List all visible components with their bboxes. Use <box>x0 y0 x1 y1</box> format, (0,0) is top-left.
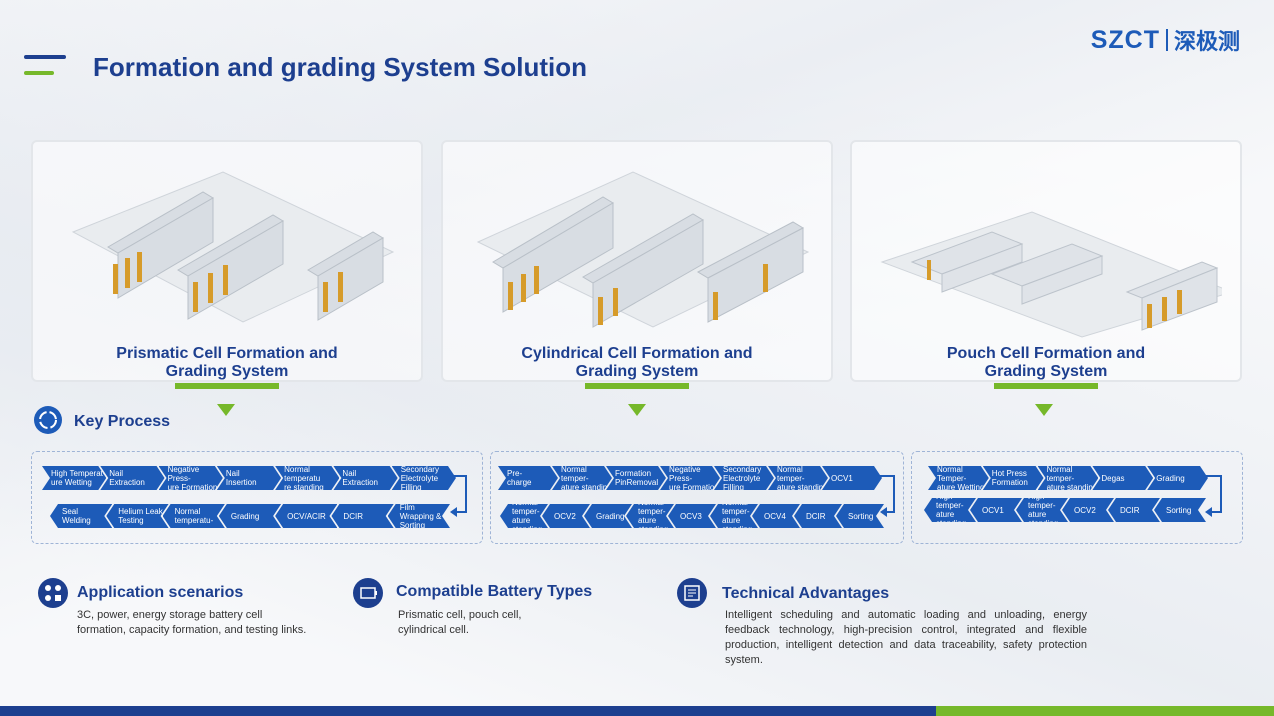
process-step: Nail Extraction <box>333 466 397 490</box>
process-step: Sorting <box>1154 498 1206 522</box>
logo-text: SZCT <box>1090 25 1160 54</box>
card-underline <box>994 383 1098 389</box>
process-step: Degas <box>1092 466 1153 490</box>
process-step: Normal temper- ature standing <box>1038 466 1099 490</box>
card-title-line1: Cylindrical Cell Formation and <box>521 345 753 362</box>
process-step: DCIR <box>794 504 842 528</box>
process-step: OCV4 <box>752 504 800 528</box>
process-box-pouch <box>911 451 1243 544</box>
process-step: Grading <box>584 504 632 528</box>
cycle-icon <box>34 406 62 434</box>
process-step: Nail Insertion <box>217 466 281 490</box>
process-step: OCV2 <box>542 504 590 528</box>
process-step: Hot Press Formation <box>983 466 1044 490</box>
page-title: Formation and grading System Solution <box>93 52 588 82</box>
prismatic-factory-illustration <box>71 171 395 323</box>
pouch-factory-illustration <box>880 211 1222 338</box>
process-step: OCV/ACIR <box>275 504 337 528</box>
process-step: Secondary Electrolyte Filling <box>714 466 774 490</box>
footer-bar-accent <box>936 706 1274 716</box>
process-step: Negative Press- ure Formation <box>159 466 223 490</box>
card-title-line2: Grading System <box>984 363 1108 380</box>
company-logo: SZCT 深极测 <box>1091 24 1240 56</box>
advantages-text: Intelligent scheduling and automatic loa… <box>725 609 1087 666</box>
process-step: OCV1 <box>970 498 1022 522</box>
arrow-down-icon <box>217 404 235 416</box>
battery-icon <box>353 578 383 608</box>
process-step: Negative Press- ure Formation <box>660 466 720 490</box>
process-step: Grading <box>219 504 281 528</box>
process-step: OCV3 <box>668 504 716 528</box>
process-step: Normal Temper- ature Wetting <box>928 466 989 490</box>
process-step: DCIR <box>1108 498 1160 522</box>
advantages-title: Technical Advantages <box>722 585 890 602</box>
apps-grid-icon <box>38 578 68 608</box>
arrow-down-icon <box>1035 404 1053 416</box>
process-step: Normal temperatu re standing <box>275 466 339 490</box>
process-step: OCV2 <box>1062 498 1114 522</box>
return-arrow-icon <box>1205 475 1222 517</box>
process-step: Seal Welding <box>50 504 112 528</box>
arrow-down-icon <box>628 404 646 416</box>
process-step: Secondary Electrolyte Filling <box>392 466 456 490</box>
process-step: Formation PinRemoval <box>606 466 666 490</box>
footer-bar <box>0 706 936 716</box>
cylindrical-factory-illustration <box>476 171 810 328</box>
process-step: Normal temper- ature standing <box>552 466 612 490</box>
key-process-label: Key Process <box>74 413 171 430</box>
process-step: Grading <box>1147 466 1208 490</box>
process-step: Pre- charge <box>498 466 558 490</box>
process-step: Normal temperatu- <box>163 504 225 528</box>
card-underline <box>175 383 279 389</box>
process-step: High Temperat- ure Wetting <box>42 466 106 490</box>
process-step: DCIR <box>331 504 393 528</box>
process-box-prismatic <box>31 451 483 544</box>
card-underline <box>585 383 689 389</box>
logo-chinese: 深极测 <box>1173 29 1240 54</box>
battery-types-title: Compatible Battery Types <box>396 583 593 600</box>
battery-types-text: Prismatic cell, pouch cell, cylindrical … <box>398 609 522 636</box>
process-step: Helium Leak Testing <box>106 504 168 528</box>
card-title-line2: Grading System <box>575 363 699 380</box>
application-text: 3C, power, energy storage battery cell f… <box>77 609 307 636</box>
process-step: Nail Extraction <box>100 466 164 490</box>
process-step: Film Wrapping & Sorting <box>388 504 450 528</box>
card-title-line1: Pouch Cell Formation and <box>946 345 1146 362</box>
process-step: Normal temper- ature standing <box>768 466 828 490</box>
application-title: Application scenarios <box>77 584 244 601</box>
document-chart-icon <box>677 578 707 608</box>
process-box-cylindrical <box>490 451 904 544</box>
card-title-line1: Prismatic Cell Formation and <box>116 345 338 362</box>
process-step: OCV1 <box>822 466 882 490</box>
return-arrow-icon <box>450 475 467 517</box>
process-step: Sorting <box>836 504 884 528</box>
return-arrow-icon <box>880 475 895 517</box>
card-title-line2: Grading System <box>165 363 289 380</box>
